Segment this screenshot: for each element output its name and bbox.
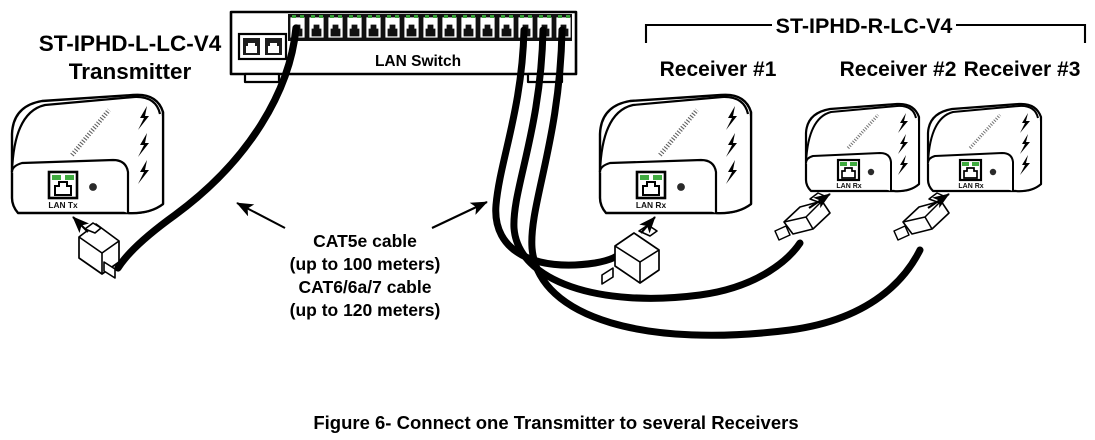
- receiver-3-top-branding: [968, 113, 1002, 150]
- receiver-3-bolt-icons: [1020, 113, 1030, 175]
- port-led-left: [52, 175, 61, 180]
- cable-receiver-3: [528, 26, 924, 339]
- cable-note-line-2: (up to 100 meters): [290, 254, 441, 274]
- receiver-1-plug-arrow: [639, 216, 656, 234]
- receiver-2-device: LAN Rx: [804, 102, 921, 193]
- receiver-2-status-led: [867, 168, 875, 176]
- receiver-1-status-led: [677, 183, 685, 191]
- receiver-2-plug-arrow: [808, 193, 831, 209]
- port-led-left: [840, 162, 847, 166]
- transmitter-model-label: ST-IPHD-L-LC-V4: [39, 31, 222, 56]
- lan-switch-label: LAN Switch: [375, 53, 461, 70]
- receiver-3-port-label: LAN Rx: [958, 183, 983, 190]
- receiver-2-bolt-icons: [898, 113, 908, 175]
- port-led-right: [972, 162, 979, 166]
- cable-note-arrow-left: [236, 202, 286, 229]
- cable-note-line-1: CAT5e cable: [313, 231, 417, 251]
- port-led-right: [653, 175, 662, 180]
- port-led-right: [850, 162, 857, 166]
- transmitter-top-branding: [70, 108, 111, 157]
- transmitter-bolt-icons: [138, 106, 149, 184]
- receiver-3-status-led: [989, 168, 997, 176]
- transmitter-cable-plug: [78, 222, 120, 279]
- receiver-2-top-branding: [846, 113, 880, 150]
- transmitter-lan-tx-port: [47, 170, 79, 200]
- transmitter-status-led: [89, 183, 97, 191]
- receiver-2-port-label: LAN Rx: [836, 183, 861, 190]
- figure-caption: Figure 6- Connect one Transmitter to sev…: [313, 412, 798, 433]
- receiver-2-lan-rx-port: [836, 158, 861, 182]
- lan-switch-port-bank: [288, 14, 572, 41]
- cable-transmitter: [114, 24, 300, 272]
- cable-receiver-1: [492, 26, 626, 269]
- transmitter-port-label: LAN Tx: [48, 200, 78, 210]
- receiver-1-lan-rx-port: [635, 170, 667, 200]
- transmitter-role-label: Transmitter: [69, 59, 192, 84]
- receiver-3-lan-rx-port: [958, 158, 983, 182]
- receiver-1-device: LAN Rx: [598, 93, 753, 215]
- transmitter-device: LAN Tx: [10, 93, 165, 215]
- cable-note-line-4: (up to 120 meters): [290, 300, 441, 320]
- port-led-left: [962, 162, 969, 166]
- receiver-unit-labels: Receiver #1 Receiver #2 Receiver #3: [660, 58, 1081, 81]
- cable-note-line-3: CAT6/6a/7 cable: [299, 277, 432, 297]
- receiver-2-label: Receiver #2: [840, 58, 957, 81]
- cable-spec-note: CAT5e cable (up to 100 meters) CAT6/6a/7…: [236, 201, 488, 320]
- transmitter-plug-arrow: [72, 216, 90, 234]
- port-led-right: [65, 175, 74, 180]
- receiver-group-model-label: ST-IPHD-R-LC-V4: [776, 14, 953, 38]
- receiver-1-label: Receiver #1: [660, 58, 777, 81]
- receiver-1-top-branding: [658, 108, 699, 157]
- transmitter-labels: ST-IPHD-L-LC-V4 Transmitter: [39, 31, 222, 84]
- cable-note-arrow-right: [431, 201, 488, 229]
- port-led-left: [640, 175, 649, 180]
- lan-switch-uplink-ports: [237, 32, 288, 61]
- cable-receiver-2: [510, 26, 804, 302]
- receiver-1-port-label: LAN Rx: [636, 200, 667, 210]
- receiver-group-bracket: ST-IPHD-R-LC-V4: [644, 14, 1087, 43]
- receiver-3-label: Receiver #3: [964, 58, 1081, 81]
- receiver-3-plug-arrow: [927, 193, 950, 209]
- receiver-3-device: LAN Rx: [926, 102, 1043, 193]
- receiver-1-bolt-icons: [726, 106, 737, 184]
